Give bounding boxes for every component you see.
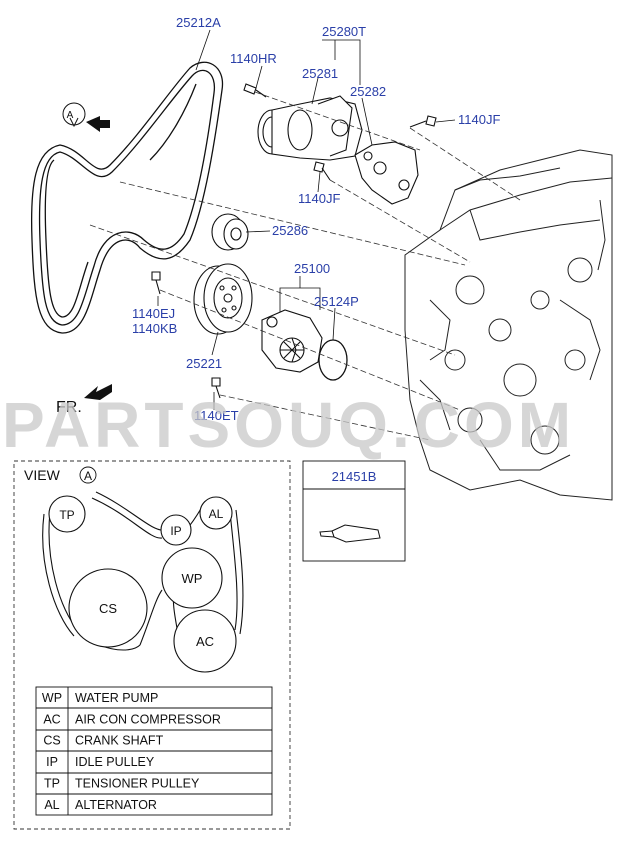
- label-belt[interactable]: 25212A: [176, 15, 221, 30]
- pulley-al-label: AL: [209, 507, 224, 521]
- label-bolt-et[interactable]: 1140ET: [194, 408, 239, 423]
- view-marker-label: A: [67, 110, 74, 121]
- label-tensioner[interactable]: 25281: [302, 66, 338, 81]
- pulley-wp-label: WP: [182, 571, 203, 586]
- belt-drawing: [30, 61, 224, 334]
- label-bolt-ej[interactable]: 1140EJ: [132, 306, 175, 321]
- label-water-pump-assy[interactable]: 25100: [294, 261, 330, 276]
- view-ref: A: [84, 469, 92, 483]
- gasket-drawing: [318, 339, 348, 381]
- legend-name: WATER PUMP: [75, 691, 158, 705]
- legend-name: IDLE PULLEY: [75, 755, 155, 769]
- pulley-wp: [161, 547, 223, 609]
- legend-name: ALTERNATOR: [75, 798, 157, 812]
- leader-lines: [95, 29, 456, 410]
- label-bolt-kb[interactable]: 1140KB: [132, 321, 177, 336]
- label-sealant[interactable]: 21451B: [332, 469, 377, 484]
- legend-table: [35, 686, 273, 816]
- label-tensioner-assy[interactable]: 25280T: [322, 24, 366, 39]
- legend-code: AL: [44, 798, 59, 812]
- pulley-al: [199, 496, 233, 530]
- pulley-tp-label: TP: [59, 508, 74, 522]
- legend-name: AIR CON COMPRESSOR: [75, 712, 221, 726]
- pulley-cs-label: CS: [99, 601, 117, 616]
- sealant-tube-drawing: [319, 524, 381, 543]
- idler-drawing: [211, 213, 249, 251]
- watermark: PARTSOUQ.COM: [2, 389, 575, 461]
- view-marker: [62, 102, 110, 132]
- pulley-ip-label: IP: [170, 524, 181, 538]
- view-title: VIEW: [24, 467, 61, 483]
- pulley-drawing: [193, 263, 253, 335]
- legend-name: TENSIONER PULLEY: [75, 776, 200, 790]
- label-gasket[interactable]: 25124P: [314, 294, 359, 309]
- water-pump-drawing: [261, 309, 323, 373]
- legend-code: TP: [44, 776, 60, 790]
- front-label: FR.: [56, 399, 82, 416]
- arrow-right-icon: [86, 116, 110, 132]
- bolt-drawings: [151, 83, 437, 399]
- engine-block-drawing: [404, 149, 613, 501]
- legend-rows: WP WATER PUMP AC AIR CON COMPRESSOR CS CRANK …: [42, 691, 221, 812]
- legend-code: CS: [43, 734, 60, 748]
- front-direction: [84, 384, 112, 400]
- view-pulleys: [48, 495, 237, 673]
- label-pulley[interactable]: 25221: [186, 356, 222, 371]
- label-bolt-jf-right[interactable]: 1140JF: [458, 112, 500, 127]
- label-idler[interactable]: 25286: [272, 223, 308, 238]
- tensioner-drawing: [257, 95, 363, 161]
- legend-code: AC: [43, 712, 60, 726]
- label-bracket[interactable]: 25282: [350, 84, 386, 99]
- label-bolt-jf-lower[interactable]: 1140JF: [298, 191, 340, 206]
- pulley-cs: [68, 568, 148, 648]
- legend-code: WP: [42, 691, 62, 705]
- assembly-lines: [89, 91, 521, 441]
- pulley-ac: [173, 609, 237, 673]
- label-bolt-hr[interactable]: 1140HR: [230, 51, 277, 66]
- view-ref-circle: [79, 466, 97, 484]
- legend-code: IP: [46, 755, 58, 769]
- sealant-box: [302, 460, 406, 562]
- view-belt-routing: [42, 491, 244, 651]
- pulley-ip: [160, 514, 192, 546]
- legend-name: CRANK SHAFT: [75, 734, 164, 748]
- arrow-front-icon: [84, 384, 112, 400]
- pulley-tp: [48, 495, 86, 533]
- bracket-drawing: [354, 141, 419, 205]
- pulley-ac-label: AC: [196, 634, 214, 649]
